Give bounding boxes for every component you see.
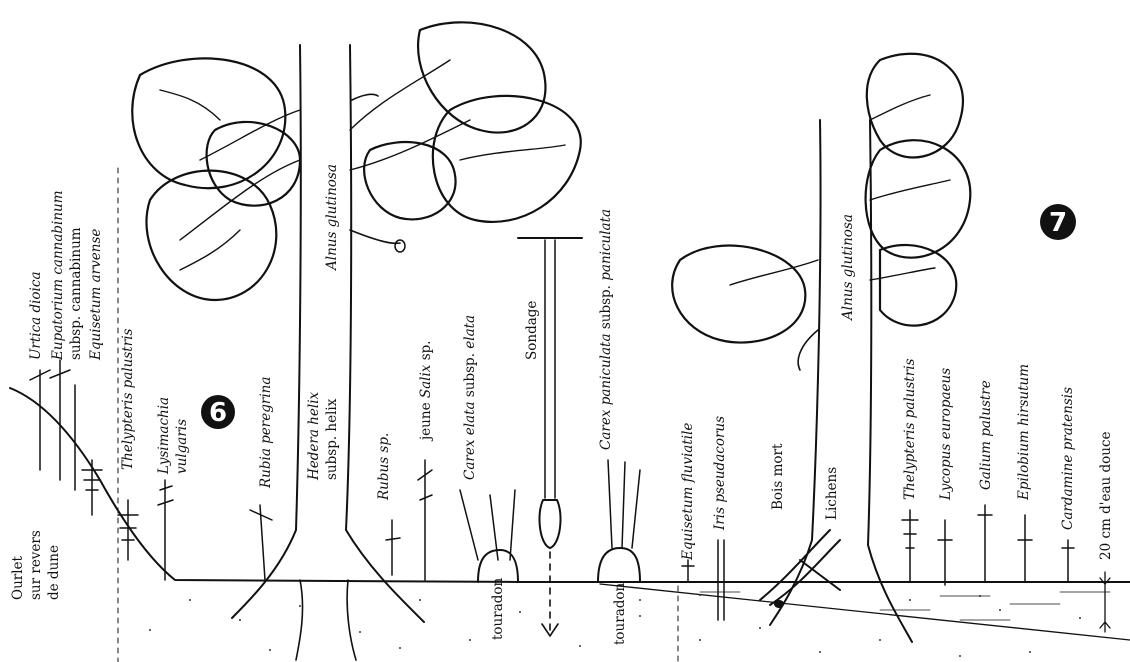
label-thelypteris-right: Thelypteris palustris	[902, 358, 918, 500]
touradons	[478, 548, 640, 582]
label-ourlet-1: Ourlet	[10, 555, 26, 600]
zone-7-marker: 7	[1040, 204, 1076, 240]
alder-tree-left	[132, 22, 581, 660]
label-hedera-2: subsp. helix	[324, 398, 340, 480]
label-thelypteris-left: Thelypteris palustris	[120, 328, 136, 470]
label-eau-douce: 20 cm d'eau douce	[1098, 431, 1114, 560]
sondage-probe	[518, 238, 582, 636]
dead-wood	[760, 530, 840, 608]
label-rubus: Rubus sp.	[376, 433, 392, 501]
label-galium: Galium palustre	[978, 380, 994, 490]
label-ourlet-2: sur revers	[28, 530, 44, 600]
label-urtica: Urtica dioica	[28, 272, 44, 361]
label-lichens: Lichens	[824, 467, 840, 520]
label-equisetum-fluviatile: Equisetum fluviatile	[680, 423, 696, 561]
labels: Ourlet sur revers de dune Urtica dioica …	[10, 164, 1114, 645]
label-bois-mort: Bois mort	[770, 443, 786, 510]
label-lycopus: Lycopus europaeus	[938, 368, 954, 501]
label-iris: Iris pseudacorus	[712, 416, 728, 531]
label-touradon-right: touradon	[612, 582, 628, 645]
label-salix: jeune Salix sp.	[418, 340, 434, 442]
label-touradon-left: touradon	[490, 577, 506, 640]
label-alnus-right: Alnus glutinosa	[840, 214, 856, 322]
zone-7-number: 7	[1049, 208, 1067, 238]
label-lysimachia-1: Lysimachia	[156, 397, 172, 475]
label-ourlet-3: de dune	[46, 545, 62, 600]
label-carex-elata: Carex elata subsp. elata	[462, 315, 478, 480]
label-lysimachia-2: vulgaris	[174, 419, 190, 474]
label-cardamine: Cardamine pratensis	[1060, 387, 1076, 530]
zone-6-number: 6	[209, 398, 227, 428]
label-eupatorium-1: Eupatorium cannabinum	[50, 190, 66, 361]
label-hedera-1: Hedera helix	[306, 391, 322, 481]
label-rubia: Rubia peregrina	[258, 377, 274, 489]
label-carex-paniculata: Carex paniculata subsp. paniculata	[598, 209, 614, 450]
label-epilobium: Epilobium hirsutum	[1016, 364, 1032, 501]
zone-6-marker: 6	[201, 395, 235, 429]
alder-tree-right	[672, 54, 970, 642]
label-sondage: Sondage	[524, 301, 540, 360]
label-alnus-left: Alnus glutinosa	[324, 164, 340, 272]
label-equisetum-arvense: Equisetum arvense	[88, 229, 104, 361]
label-eupatorium-2: subsp. cannabinum	[68, 227, 84, 360]
